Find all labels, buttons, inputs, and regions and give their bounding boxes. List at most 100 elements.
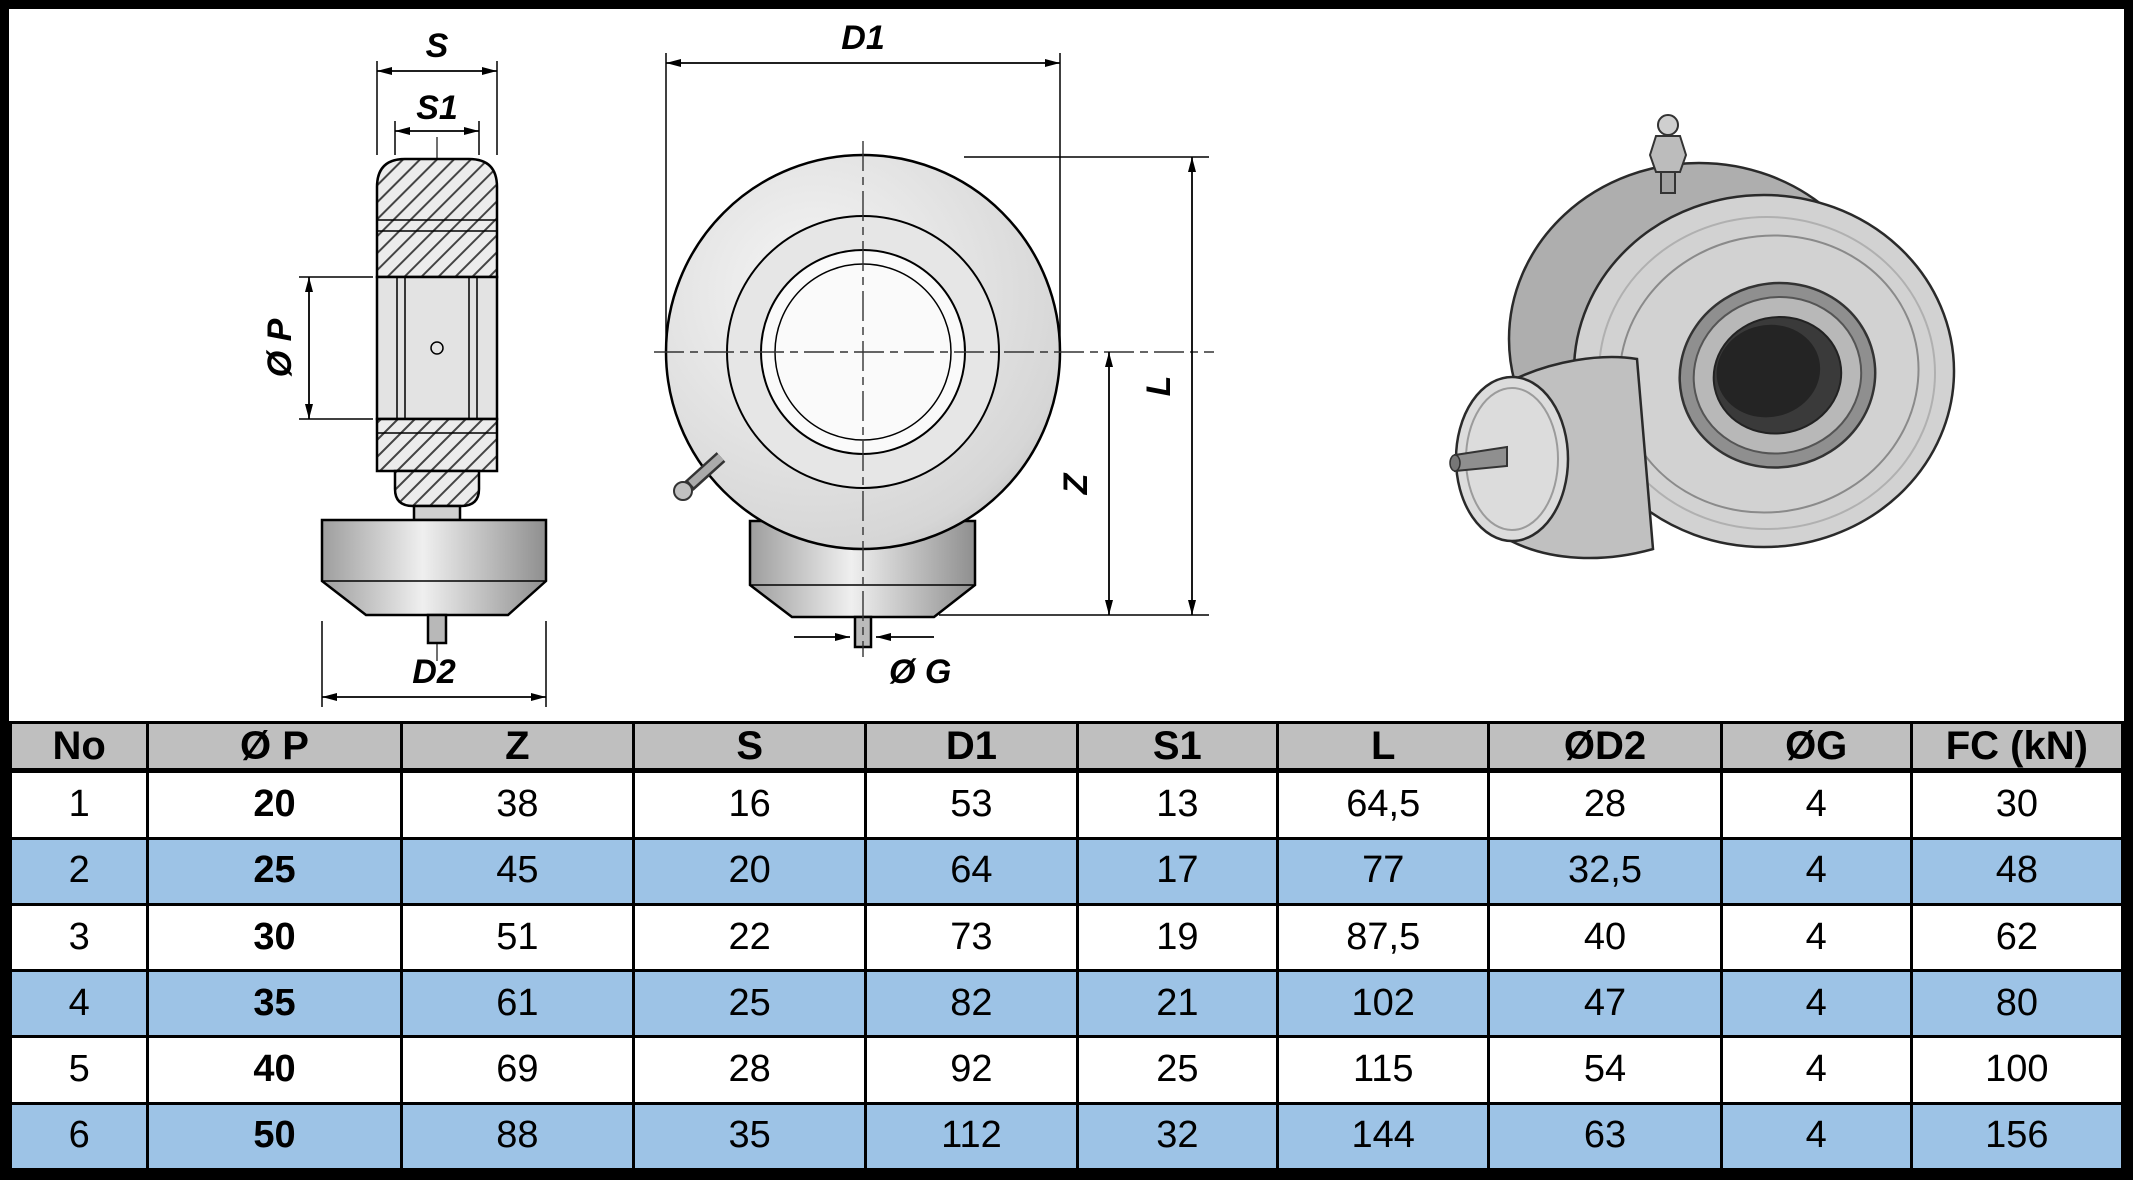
table-cell: 87,5 — [1276, 902, 1491, 973]
table-cell: 82 — [864, 969, 1079, 1039]
dim-label-s: S — [426, 27, 449, 65]
table-cell: 73 — [864, 902, 1079, 973]
table-cell: 6 — [9, 1101, 150, 1171]
table-cell: 3 — [9, 902, 150, 973]
neck — [412, 504, 462, 522]
table-cell: 1 — [9, 769, 150, 840]
table-cell: 32 — [1075, 1101, 1280, 1171]
table-cell: 25 — [1075, 1035, 1280, 1105]
table-cell: 17 — [1075, 836, 1280, 906]
column-header: ØD2 — [1487, 721, 1723, 773]
front-view-drawing: D1 L Z Ø G — [654, 19, 1214, 691]
pin-side — [426, 613, 448, 645]
table-cell: 35 — [146, 969, 403, 1039]
table-cell: 32,5 — [1487, 836, 1723, 906]
table-cell: 40 — [1487, 902, 1723, 973]
table-cell: 4 — [1719, 1101, 1913, 1171]
table-cell: 47 — [1487, 969, 1723, 1039]
table-cell: 16 — [632, 769, 868, 840]
table-cell: 115 — [1276, 1035, 1491, 1105]
table-cell: 4 — [1719, 969, 1913, 1039]
grease-nipple-icon — [673, 452, 726, 501]
dim-label-l: L — [1140, 376, 1178, 397]
table-cell: 25 — [146, 836, 403, 906]
ring-face-details — [1618, 234, 1920, 514]
table-cell: 45 — [399, 836, 636, 906]
column-header: S — [632, 721, 868, 773]
table-cell: 35 — [632, 1101, 868, 1171]
technical-drawing-area: S S1 Ø P D2 — [9, 9, 2124, 721]
bore-section — [375, 275, 499, 421]
table-cell: 88 — [399, 1101, 636, 1171]
column-header: L — [1276, 721, 1491, 773]
table-cell: 22 — [632, 902, 868, 973]
table-cell: 102 — [1276, 969, 1491, 1039]
table-cell: 63 — [1487, 1101, 1723, 1171]
table-cell: 144 — [1276, 1101, 1491, 1171]
table-cell: 92 — [864, 1035, 1079, 1105]
table-cell: 4 — [1719, 836, 1913, 906]
table-cell: 40 — [146, 1035, 403, 1105]
table-cell: 54 — [1487, 1035, 1723, 1105]
table-cell: 30 — [1909, 769, 2124, 840]
column-header: Z — [399, 721, 636, 773]
table-cell: 100 — [1909, 1035, 2124, 1105]
housing-section-top — [375, 157, 499, 279]
table-cell: 38 — [399, 769, 636, 840]
column-header: ØG — [1719, 721, 1913, 773]
technical-drawing-svg: S S1 Ø P D2 — [261, 19, 1956, 707]
table-cell: 4 — [1719, 902, 1913, 973]
dim-label-z: Z — [1057, 472, 1095, 495]
table-cell: 80 — [1909, 969, 2124, 1039]
table-cell: 20 — [632, 836, 868, 906]
table-cell: 28 — [1487, 769, 1723, 840]
table-cell: 30 — [146, 902, 403, 973]
dim-label-s1: S1 — [416, 89, 458, 127]
table-cell: 13 — [1075, 769, 1280, 840]
column-header: No — [9, 721, 150, 773]
table-cell: 156 — [1909, 1101, 2124, 1171]
column-header: S1 — [1075, 721, 1280, 773]
table-cell: 4 — [1719, 769, 1913, 840]
table-cell: 64 — [864, 836, 1079, 906]
dim-label-d2: D2 — [412, 653, 456, 691]
table-cell: 77 — [1276, 836, 1491, 906]
column-header: FC (kN) — [1909, 721, 2124, 773]
housing-section-bottom — [375, 417, 499, 473]
table-cell: 53 — [864, 769, 1079, 840]
grease-nipple-3d-icon — [1648, 114, 1688, 194]
table-cell: 28 — [632, 1035, 868, 1105]
table-cell: 20 — [146, 769, 403, 840]
table-cell: 61 — [399, 969, 636, 1039]
dim-label-d1: D1 — [841, 19, 884, 57]
table-cell: 19 — [1075, 902, 1280, 973]
table-cell: 4 — [9, 969, 150, 1039]
table-cell: 25 — [632, 969, 868, 1039]
lube-hole — [430, 341, 444, 355]
column-header: Ø P — [146, 721, 403, 773]
table-cell: 62 — [1909, 902, 2124, 973]
housing-cap — [393, 469, 481, 508]
table-cell: 2 — [9, 836, 150, 906]
side-view-drawing: S S1 Ø P D2 — [261, 27, 548, 707]
table-cell: 112 — [864, 1101, 1079, 1171]
table-cell: 64,5 — [1276, 769, 1491, 840]
table-cell: 4 — [1719, 1035, 1913, 1105]
table-cell: 21 — [1075, 969, 1280, 1039]
column-header: D1 — [864, 721, 1079, 773]
table-cell: 51 — [399, 902, 636, 973]
table-cell: 69 — [399, 1035, 636, 1105]
table-cell: 50 — [146, 1101, 403, 1171]
weld-bushing-side — [320, 518, 548, 617]
